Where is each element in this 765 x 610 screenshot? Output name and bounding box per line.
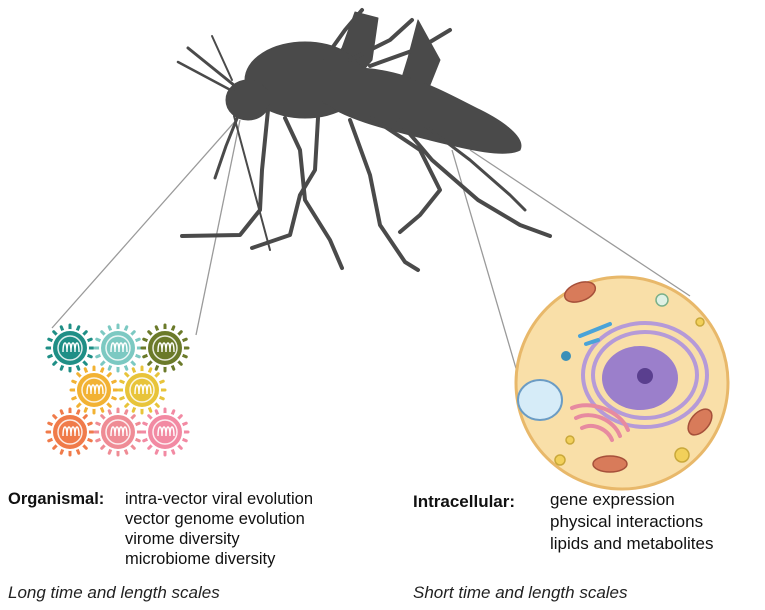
virus-cluster: [45, 323, 190, 457]
right-item-2: physical interactions: [550, 512, 704, 531]
vacuole: [517, 379, 563, 421]
mosquito-silhouette: [176, 8, 552, 272]
cell-illustration: [514, 275, 730, 491]
right-item-1: gene expression: [550, 490, 675, 509]
right-item-3: lipids and metabolites: [550, 534, 714, 553]
left-item-1: intra-vector viral evolution: [125, 490, 313, 508]
left-item-3: virome diversity: [125, 530, 240, 548]
virus-particle: [140, 323, 190, 373]
left-item-4: microbiome diversity: [125, 550, 276, 568]
left-item-2: vector genome evolution: [125, 510, 305, 528]
golgi-apparatus: [570, 403, 630, 442]
endoplasmic-reticulum: [581, 321, 709, 429]
left-scale-label: Long time and length scales: [8, 583, 220, 602]
virus-particle: [93, 323, 143, 373]
right-scale-label: Short time and length scales: [413, 583, 628, 602]
virus-particle: [45, 323, 95, 373]
left-heading: Organismal:: [8, 490, 105, 508]
virus-particle: [45, 407, 95, 457]
centrioles: [578, 322, 612, 346]
vesicles: [554, 293, 705, 466]
virus-particle: [69, 365, 119, 415]
mitochondria: [563, 281, 713, 473]
virus-particle: [140, 407, 190, 457]
virus-particle: [117, 365, 167, 415]
right-heading: Intracellular:: [413, 492, 516, 511]
nucleolus: [637, 368, 653, 384]
virus-particle: [93, 407, 143, 457]
